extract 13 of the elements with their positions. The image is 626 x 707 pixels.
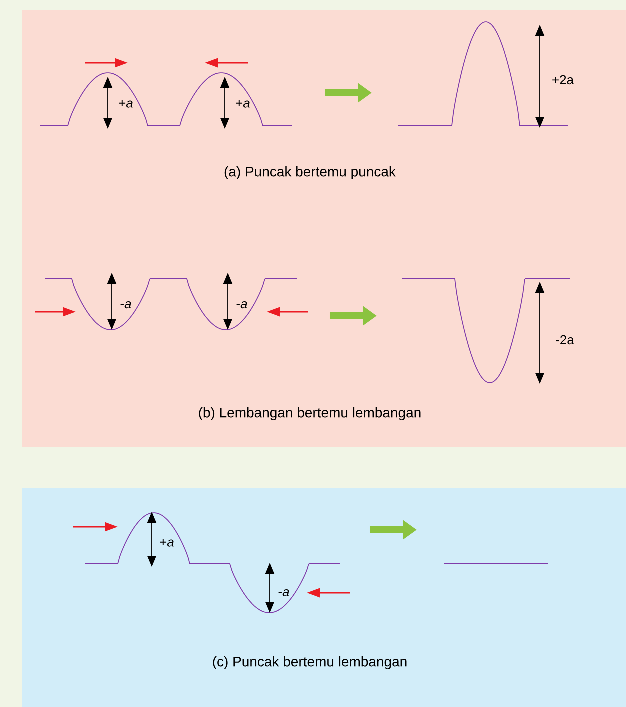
amplitude-label: +2a <box>552 75 574 85</box>
amplitude-label: -a <box>236 301 248 309</box>
panel <box>22 488 626 707</box>
amplitude-label: +a <box>236 100 250 108</box>
panel <box>22 10 626 448</box>
amplitude-label: -2a <box>556 335 574 345</box>
panel-label: (b) Lembangan bertemu lembangan <box>199 407 421 421</box>
amplitude-label: +a <box>160 539 174 547</box>
amplitude-label: +a <box>119 100 133 108</box>
panel-label: (a) Puncak bertemu puncak <box>224 166 396 180</box>
amplitude-label: -a <box>120 301 132 309</box>
amplitude-label: -a <box>278 589 290 597</box>
panel-label: (c) Puncak bertemu lembangan <box>213 656 407 670</box>
